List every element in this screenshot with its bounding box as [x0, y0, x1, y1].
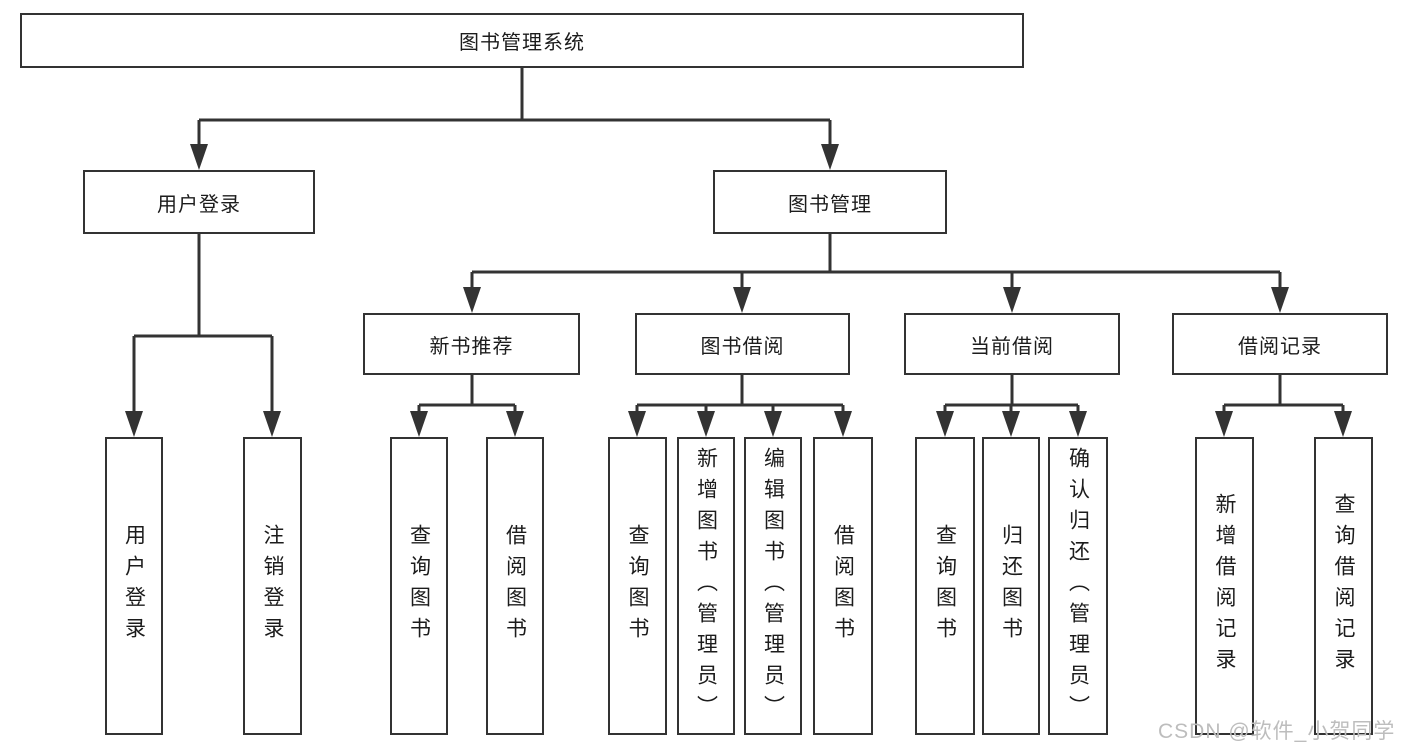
node-new-book-recommend-label: 新书推荐: [429, 335, 514, 358]
node-logout: 注销登录: [243, 437, 302, 735]
node-logout-label: 注销登录: [261, 524, 284, 648]
node-query-books-current: 查询图书: [915, 437, 975, 735]
node-confirm-return-admin-label: 确认归还（管理员）: [1066, 446, 1090, 726]
node-edit-book-admin: 编辑图书（管理员）: [744, 437, 802, 735]
node-new-book-recommend: 新书推荐: [363, 313, 580, 375]
node-book-management: 图书管理: [713, 170, 947, 234]
node-query-books-current-label: 查询图书: [933, 524, 957, 648]
node-add-borrow-record-label: 新增借阅记录: [1213, 493, 1236, 679]
node-user-login: 用户登录: [105, 437, 163, 735]
node-return-book: 归还图书: [982, 437, 1040, 735]
node-borrowing-records-label: 借阅记录: [1238, 335, 1322, 358]
node-query-books-borrowing: 查询图书: [608, 437, 667, 735]
node-user-login-label: 用户登录: [122, 524, 146, 648]
node-borrow-books-borrowing: 借阅图书: [813, 437, 873, 735]
connector-stems: [132, 68, 1345, 413]
node-edit-book-admin-label: 编辑图书（管理员）: [761, 446, 785, 726]
arrowheads: [125, 144, 1352, 437]
node-query-borrow-record-label: 查询借阅记录: [1332, 493, 1355, 679]
node-borrow-books-recommend: 借阅图书: [486, 437, 544, 735]
node-book-borrowing: 图书借阅: [635, 313, 850, 375]
node-confirm-return-admin: 确认归还（管理员）: [1048, 437, 1108, 735]
node-query-books-recommend: 查询图书: [390, 437, 448, 735]
node-current-borrowing-label: 当前借阅: [970, 335, 1054, 358]
node-library-management-system: 图书管理系统: [20, 13, 1024, 68]
node-user-login-group-label: 用户登录: [157, 193, 241, 216]
node-return-book-label: 归还图书: [999, 524, 1023, 648]
node-user-login-group: 用户登录: [83, 170, 315, 234]
node-add-borrow-record: 新增借阅记录: [1195, 437, 1254, 735]
node-add-book-admin: 新增图书（管理员）: [677, 437, 735, 735]
node-query-books-recommend-label: 查询图书: [407, 524, 431, 648]
csdn-watermark: CSDN @软件_小贺同学: [1158, 720, 1396, 743]
node-borrowing-records: 借阅记录: [1172, 313, 1388, 375]
node-library-management-system-label: 图书管理系统: [459, 32, 585, 54]
node-add-book-admin-label: 新增图书（管理员）: [694, 446, 718, 726]
node-query-borrow-record: 查询借阅记录: [1314, 437, 1373, 735]
node-current-borrowing: 当前借阅: [904, 313, 1120, 375]
node-book-management-label: 图书管理: [788, 193, 872, 216]
node-borrow-books-recommend-label: 借阅图书: [503, 524, 527, 648]
node-query-books-borrowing-label: 查询图书: [626, 524, 649, 648]
node-borrow-books-borrowing-label: 借阅图书: [831, 524, 855, 648]
node-book-borrowing-label: 图书借阅: [700, 335, 785, 358]
